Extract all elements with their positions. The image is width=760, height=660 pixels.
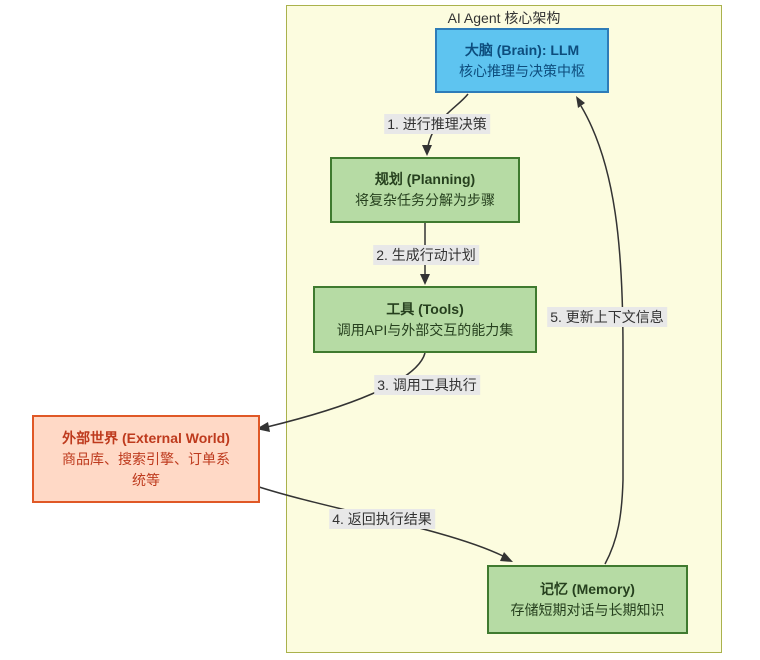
node-planning-title: 规划 (Planning)	[374, 171, 476, 187]
node-brain: 大脑 (Brain): LLM 核心推理与决策中枢	[435, 28, 609, 93]
edge-label-4: 4. 返回执行结果	[329, 509, 435, 529]
edge-memory-to-brain	[580, 105, 624, 565]
edge-label-2: 2. 生成行动计划	[373, 245, 479, 265]
arrowhead-into-planning	[422, 145, 432, 156]
edge-label-3: 3. 调用工具执行	[374, 375, 480, 395]
node-external-world-title: 外部世界 (External World)	[62, 429, 230, 446]
node-memory: 记忆 (Memory) 存储短期对话与长期知识	[487, 565, 688, 634]
edge-tools-to-external	[266, 352, 426, 428]
node-planning: 规划 (Planning) 将复杂任务分解为步骤	[330, 157, 520, 223]
node-tools: 工具 (Tools) 调用API与外部交互的能力集	[313, 286, 537, 353]
node-external-world-subtitle: 商品库、搜索引擎、订单系统等	[62, 450, 230, 488]
node-tools-subtitle: 调用API与外部交互的能力集	[336, 321, 514, 338]
node-tools-title: 工具 (Tools)	[386, 300, 464, 317]
arrowhead-into-brain	[576, 96, 585, 108]
edge-label-1: 1. 进行推理决策	[384, 114, 490, 134]
edge-label-5: 5. 更新上下文信息	[547, 307, 667, 327]
arrowhead-into-tools	[420, 274, 430, 285]
node-brain-subtitle: 核心推理与决策中枢	[459, 62, 585, 79]
node-brain-title: 大脑 (Brain): LLM	[464, 41, 580, 58]
node-memory-title: 记忆 (Memory)	[540, 580, 635, 597]
arrowhead-into-memory	[500, 552, 513, 562]
node-memory-subtitle: 存储短期对话与长期知识	[510, 601, 665, 618]
subgraph-title: AI Agent 核心架构	[447, 10, 561, 26]
node-external-world: 外部世界 (External World) 商品库、搜索引擎、订单系统等	[32, 415, 260, 503]
node-planning-subtitle: 将复杂任务分解为步骤	[355, 192, 495, 208]
